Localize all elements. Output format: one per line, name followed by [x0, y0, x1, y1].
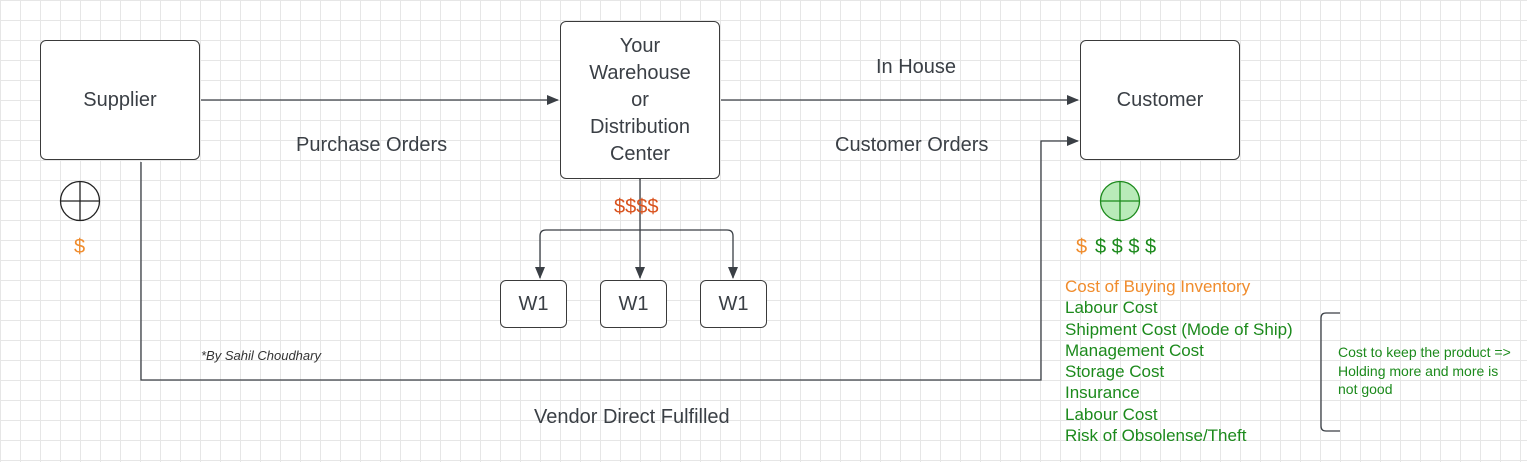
- warehouse-label-line: Your: [619, 34, 661, 57]
- w1-node-mid: W1: [600, 280, 667, 328]
- vendor-direct-line: [140, 136, 1079, 381]
- purchase-orders-label: Purchase Orders: [296, 134, 448, 156]
- warehouse-label-line: Warehouse: [589, 61, 691, 84]
- warehouse-node: Your Warehouse or Distribution Center: [560, 21, 720, 179]
- crosshair-circle-icon: [1099, 180, 1141, 222]
- warehouse-dollars: $$$$: [614, 196, 659, 218]
- cost-item: Shipment Cost (Mode of Ship): [1065, 319, 1293, 339]
- cost-item: Labour Cost: [1065, 404, 1158, 424]
- split-to-w1-right: [640, 229, 738, 279]
- w1-node-left: W1: [500, 280, 567, 328]
- customer-dollars-green: $ $ $ $: [1095, 236, 1157, 258]
- cost-item: Management Cost: [1065, 340, 1204, 360]
- w1-label: W1: [718, 292, 749, 315]
- cost-item: Risk of Obsolense/Theft: [1065, 426, 1247, 446]
- supplier-label: Supplier: [83, 88, 157, 111]
- crosshair-circle-icon: [59, 180, 101, 222]
- vendor-direct-label: Vendor Direct Fulfilled: [534, 406, 730, 428]
- split-to-w1-left: [535, 229, 640, 279]
- w1-label: W1: [518, 292, 549, 315]
- supplier-dollar: $: [74, 236, 86, 258]
- customer-orders-label: Customer Orders: [835, 134, 989, 156]
- cost-item: Insurance: [1065, 383, 1140, 403]
- w1-node-right: W1: [700, 280, 767, 328]
- note-brace: [1320, 312, 1340, 432]
- customer-node: Customer: [1080, 40, 1240, 160]
- cost-item: Storage Cost: [1065, 362, 1165, 382]
- holding-cost-note: Cost to keep the product => Holding more…: [1338, 344, 1511, 397]
- cost-item: Labour Cost: [1065, 298, 1158, 318]
- in-house-label: In House: [876, 56, 957, 78]
- warehouse-label-line: Distribution: [589, 115, 691, 138]
- w1-label: W1: [618, 292, 649, 315]
- cost-list: Cost of Buying Inventory Labour Cost Shi…: [1065, 276, 1293, 446]
- author-credit: *By Sahil Choudhary: [201, 348, 321, 363]
- warehouse-label-line: Center: [609, 142, 671, 165]
- customer-label: Customer: [1116, 88, 1204, 111]
- warehouse-label-line: or: [631, 88, 649, 111]
- supplier-node: Supplier: [40, 40, 200, 160]
- cost-item-buying: Cost of Buying Inventory: [1065, 277, 1251, 296]
- customer-dollar-orange: $: [1076, 236, 1088, 258]
